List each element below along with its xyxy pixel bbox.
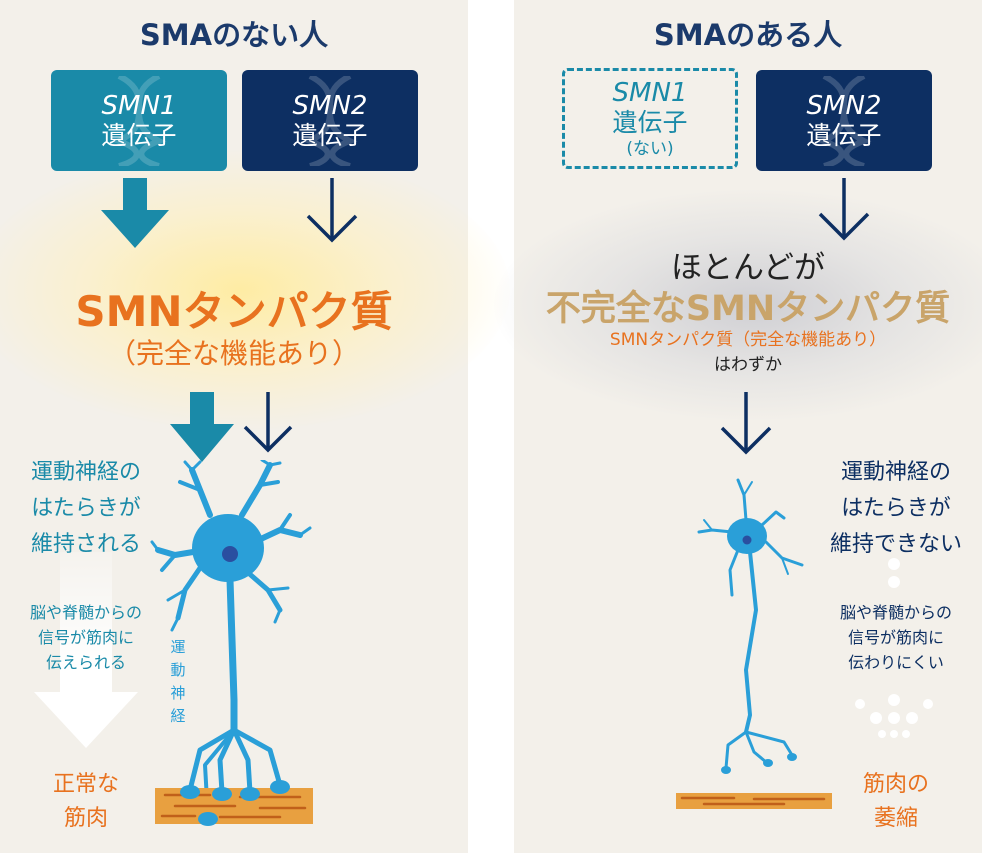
nerve-text-line: はたらきが [31, 496, 141, 521]
protein-line-scarce: はわずか [714, 355, 782, 375]
smn1-gene-box-missing: SMN1 遺伝子 (ない) [562, 68, 738, 169]
signal-text-line: 伝わりにくい [848, 653, 944, 672]
nerve-text-line: はたらきが [841, 496, 951, 521]
nerve-vertical-label: 運 動 神 経 [166, 636, 190, 728]
muscle-status-text: 正常な 筋肉 [0, 768, 172, 836]
protein-line-incomplete: 不完全なSMNタンパク質 [545, 289, 951, 329]
protein-title: SMNタンパク質 [75, 287, 393, 336]
panel-without-sma: SMAのない人 SMN1 遺伝子 SMN2 遺伝子 SMNタンパク質 （完全な機… [0, 0, 510, 853]
signal-arrow-icon [34, 552, 138, 748]
smn2-gene-box: SMN2 遺伝子 [756, 70, 932, 171]
thin-down-arrow-icon [306, 178, 358, 243]
signal-text: 脳や脊髄からの 信号が筋肉に 伝わりにくい [810, 600, 982, 675]
nerve-label-char: 運 [170, 638, 186, 656]
muscle-text-line: 筋肉の [862, 772, 929, 797]
signal-text: 脳や脊髄からの 信号が筋肉に 伝えられる [0, 600, 172, 675]
smn1-gene-box: SMN1 遺伝子 [51, 70, 227, 171]
nerve-label-char: 経 [170, 707, 186, 725]
protein-glow [494, 190, 982, 420]
gene-label: 遺伝子 [612, 107, 688, 137]
dna-icon [111, 75, 167, 166]
thin-down-arrow-icon [243, 392, 293, 453]
signal-text-line: 伝えられる [45, 653, 126, 672]
nerve-label-char: 神 [170, 684, 186, 702]
signal-text-line: 脳や脊髄からの [29, 603, 142, 622]
gene-label: 遺伝子 [292, 120, 368, 150]
healthy-motor-neuron [150, 460, 313, 826]
protein-subtitle: （完全な機能あり） [107, 337, 360, 370]
dna-icon [302, 75, 358, 166]
gene-missing-note: (ない) [626, 138, 674, 159]
nerve-text-line: 運動神経の [30, 460, 141, 485]
dna-icon [816, 75, 872, 166]
gene-name: SMN2 [292, 90, 368, 121]
muscle-text-line: 正常な [52, 772, 119, 797]
panel-with-sma: SMAのある人 SMN1 遺伝子 (ない) SMN2 遺伝子 ほとんどが 不完全… [494, 0, 982, 853]
nerve-text-line: 維持できない [829, 532, 962, 557]
thick-down-arrow-icon [101, 178, 169, 248]
panel-title: SMAのある人 [653, 18, 843, 52]
nerve-status-text: 運動神経の はたらきが 維持できない [810, 455, 982, 563]
gene-label: 遺伝子 [806, 120, 882, 150]
signal-text-line: 脳や脊髄からの [839, 603, 952, 622]
weakened-motor-neuron [697, 478, 804, 774]
atrophied-muscle [676, 793, 832, 809]
protein-line-complete: SMNタンパク質（完全な機能あり） [609, 330, 887, 350]
protein-glow [0, 150, 510, 430]
weak-signal-dotted-arrow-icon [855, 558, 933, 738]
panel-title: SMAのない人 [139, 18, 329, 52]
gene-label: 遺伝子 [101, 120, 177, 150]
muscle-status-text: 筋肉の 萎縮 [810, 768, 982, 836]
gene-name: SMN2 [806, 90, 882, 121]
thin-down-arrow-icon [818, 178, 870, 241]
nerve-label-char: 動 [170, 661, 186, 679]
thin-down-arrow-icon [720, 392, 772, 455]
muscle-text-line: 筋肉 [63, 806, 108, 831]
gene-name: SMN1 [612, 77, 688, 108]
gene-name: SMN1 [101, 90, 177, 121]
nerve-text-line: 運動神経の [840, 460, 951, 485]
signal-text-line: 信号が筋肉に [847, 628, 944, 647]
smn2-gene-box: SMN2 遺伝子 [242, 70, 418, 171]
protein-line-mostly: ほとんどが [670, 250, 826, 286]
signal-text-line: 信号が筋肉に [37, 628, 134, 647]
nerve-status-text: 運動神経の はたらきが 維持される [0, 455, 172, 563]
muscle-text-line: 萎縮 [873, 806, 918, 831]
thick-down-arrow-icon [170, 392, 234, 462]
